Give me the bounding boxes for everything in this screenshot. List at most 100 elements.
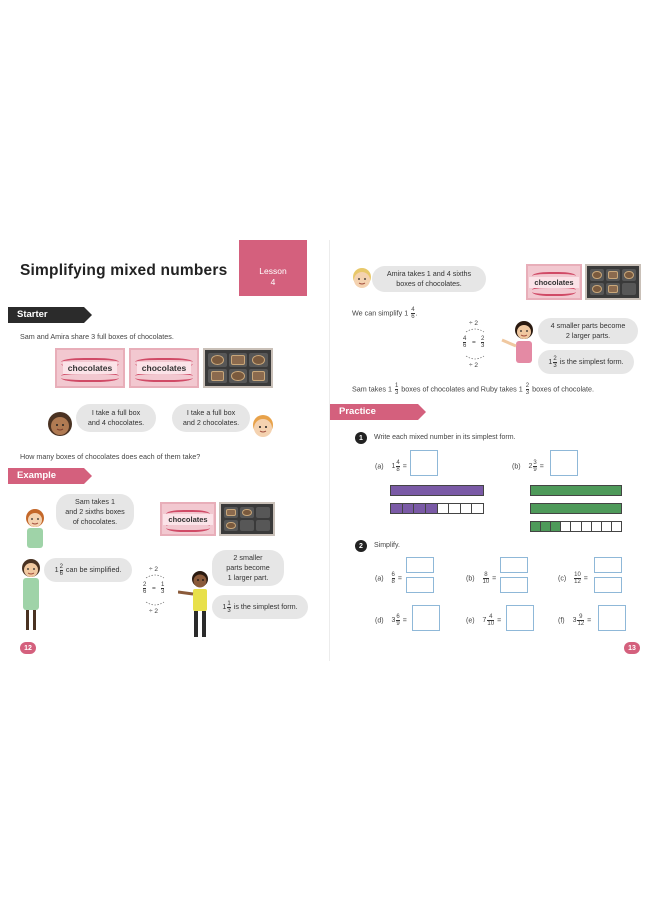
chocolate-box-label: chocolates	[136, 362, 192, 374]
answer-box[interactable]	[412, 605, 440, 631]
chocolate-box-closed: chocolates	[129, 348, 199, 388]
chocolate-box-open	[219, 502, 275, 536]
answer-box-denominator[interactable]	[500, 577, 528, 593]
fraction-denominator: 6	[411, 314, 415, 320]
amira-character-icon	[501, 321, 533, 363]
fraction-whole: 1	[222, 602, 227, 611]
bubble-text: boxes of chocolates.	[396, 279, 462, 288]
fraction-whole: 1	[391, 463, 396, 471]
fraction-denominator: 3	[227, 607, 231, 614]
page-number: 13	[624, 642, 640, 654]
fraction-numerator: 2	[553, 355, 557, 362]
text: boxes of chocolate.	[532, 384, 595, 394]
text: Sam takes 1	[352, 384, 392, 394]
fraction-denominator: 8	[396, 467, 400, 473]
fraction-denominator: 12	[574, 579, 581, 585]
fraction-bar-whole	[390, 485, 484, 496]
ruby-speech-bubble: Sam takes 1 and 2 sixths boxes of chocol…	[56, 494, 134, 530]
fraction-numerator: 4	[489, 614, 493, 620]
divide-label: ÷ 2	[469, 320, 478, 327]
answer-box-numerator[interactable]	[406, 557, 434, 573]
chocolate-box-closed: chocolates	[55, 348, 125, 388]
bubble-text: of chocolates.	[72, 517, 118, 526]
fraction-whole: 7	[482, 617, 487, 625]
bubble-text: and 2 sixths boxes	[65, 507, 125, 516]
fraction-numerator: 4	[411, 307, 415, 313]
answer-box-numerator[interactable]	[500, 557, 528, 573]
text: boxes of chocolates and Ruby takes 1	[401, 384, 523, 394]
fraction-denominator: 3	[525, 390, 530, 396]
equals-sign: =	[397, 575, 402, 583]
fraction-bar-whole	[530, 485, 622, 496]
answer-box-denominator[interactable]	[594, 577, 622, 593]
sam-face-icon	[253, 415, 273, 437]
fraction-numerator: 10	[574, 572, 581, 578]
divide-label: ÷ 2	[149, 608, 158, 615]
question-text: Simplify.	[374, 542, 400, 549]
chocolate-box-label: chocolates	[163, 513, 213, 525]
fraction-numerator: 4	[396, 460, 400, 466]
part-label: (b)	[466, 575, 475, 583]
answer-box-denominator[interactable]	[406, 577, 434, 593]
answer-box[interactable]	[550, 450, 578, 476]
lesson-tab-label: Lesson	[259, 266, 287, 276]
bubble-text: 4 smaller parts become	[550, 321, 626, 330]
fraction-denominator: 3	[481, 343, 485, 349]
page-gutter	[329, 240, 330, 661]
equals-sign: =	[472, 339, 476, 346]
fraction-numerator: 3	[533, 460, 537, 466]
practice-banner: Practice	[330, 404, 426, 420]
amira-speech-bubble: I take a full box and 4 chocolates.	[76, 404, 156, 432]
fraction-denominator: 9	[533, 467, 537, 473]
answer-box[interactable]	[410, 450, 438, 476]
fraction-bar-ninths	[530, 521, 622, 532]
question-number: 1	[355, 432, 367, 444]
divide-label: ÷ 2	[149, 566, 158, 573]
book-spread: Simplifying mixed numbers Lesson 4 Start…	[0, 240, 660, 661]
chocolate-box-open	[203, 348, 273, 388]
answer-box[interactable]	[598, 605, 626, 631]
fraction-denominator: 6	[59, 570, 63, 577]
fraction-denominator: 8	[391, 579, 395, 585]
fraction-denominator: 3	[161, 589, 165, 595]
sam-speech-bubble: Amira takes 1 and 4 sixths boxes of choc…	[372, 266, 486, 292]
fraction-denominator: 10	[487, 621, 495, 627]
fraction-whole: 1	[548, 357, 553, 366]
equals-sign: =	[583, 575, 588, 583]
bubble-text: 1 larger part.	[227, 573, 269, 582]
equals-sign: =	[492, 575, 497, 583]
fraction-numerator: 8	[484, 572, 488, 578]
bubble-text: Sam takes 1	[75, 497, 115, 506]
equals-sign: =	[152, 585, 156, 592]
chocolate-box-closed: chocolates	[526, 264, 582, 300]
answer-box-numerator[interactable]	[594, 557, 622, 573]
bubble-text: parts become	[226, 563, 270, 572]
answer-box[interactable]	[506, 605, 534, 631]
fraction-numerator: 1	[394, 383, 399, 389]
fraction-denominator: 3	[553, 362, 557, 369]
part-label: (b)	[512, 463, 521, 471]
chocolate-box-label: chocolates	[529, 276, 579, 288]
equals-sign: =	[539, 463, 544, 471]
fraction-numerator: 2	[481, 336, 485, 342]
text: We can simplify 1	[352, 308, 409, 318]
